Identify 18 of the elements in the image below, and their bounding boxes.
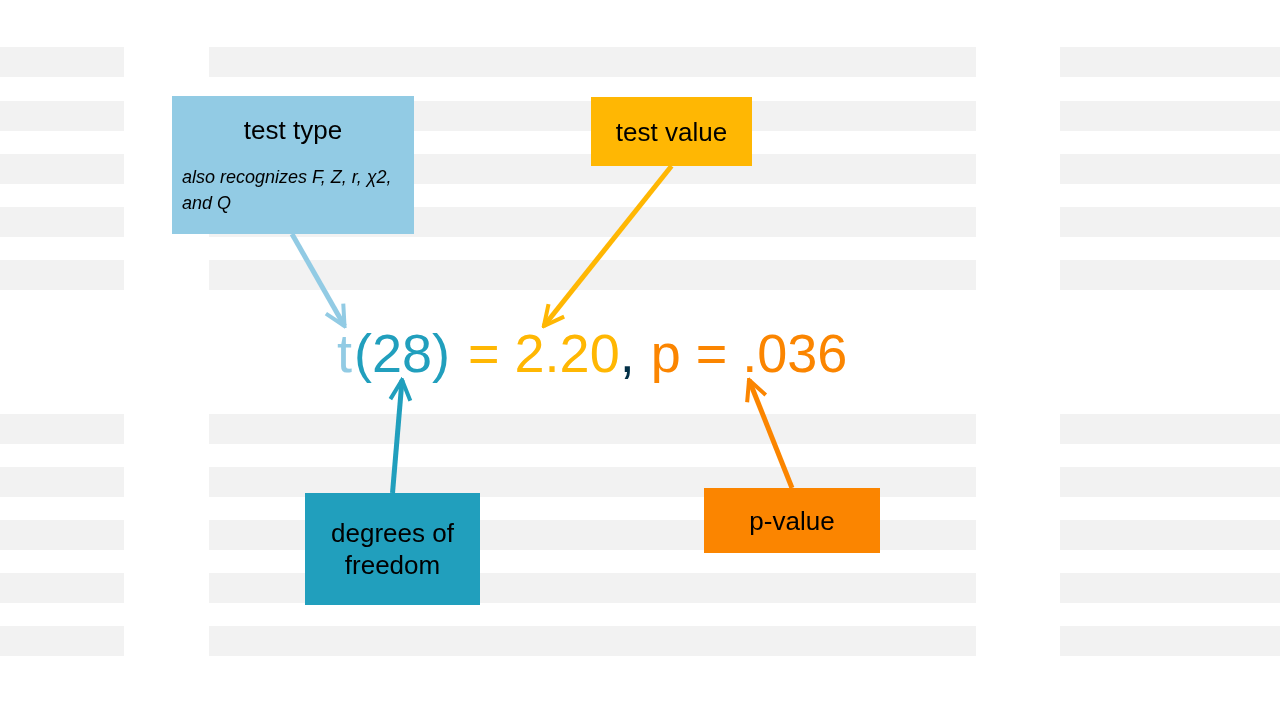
callout-box: [591, 97, 752, 166]
arrow: [745, 378, 795, 489]
callout-title: degrees of freedom: [330, 517, 455, 581]
arrow: [388, 378, 413, 494]
formula-term: = 2.20: [468, 322, 620, 384]
callout-title: test value: [614, 115, 729, 148]
callout-title: p-value: [748, 504, 836, 537]
callout-box: [305, 493, 480, 605]
formula-term: t: [337, 322, 352, 384]
arrow: [541, 164, 674, 328]
arrow: [289, 232, 347, 328]
callout-note: also recognizes F, Z, r, χ2, and Q: [181, 166, 393, 215]
formula-term: (28): [354, 322, 451, 384]
formula-term: p = .036: [650, 322, 848, 384]
callout-box: [172, 96, 414, 234]
callout-title: test type: [242, 114, 344, 146]
comma: ,: [619, 322, 635, 384]
callout-box: [704, 488, 880, 553]
